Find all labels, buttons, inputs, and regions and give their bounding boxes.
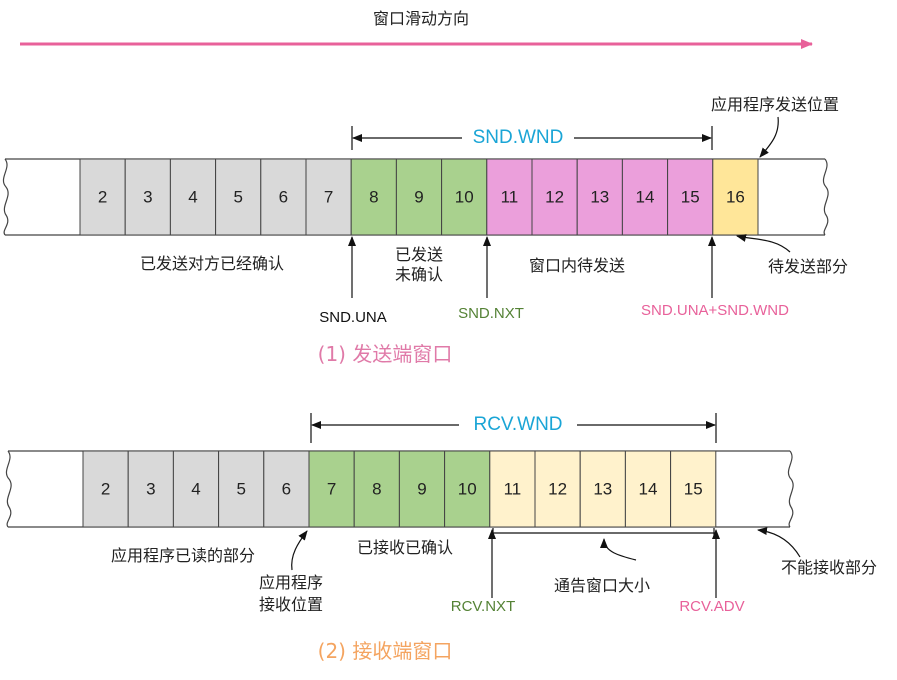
in-window-label: 窗口内待发送 [529, 256, 625, 275]
sender-segment-label: 3 [143, 187, 152, 206]
sender-segment-4 [169, 158, 217, 236]
app-read-label: 应用程序已读的部分 [111, 546, 255, 565]
recv-acked-label: 已接收已确认 [357, 538, 453, 557]
sender-segment-16 [712, 158, 759, 236]
sender-segment-label: 10 [455, 187, 474, 206]
sender-segment-label: 16 [726, 187, 745, 206]
sender-segment-label: 11 [501, 187, 519, 206]
receiver-caption: (2) 接收端窗口 [318, 639, 453, 663]
receiver-band-right-edge [787, 450, 794, 528]
snd-wnd-bracket [351, 126, 713, 150]
snd-una-pointer: SND.UNA [319, 309, 387, 326]
sender-band-right-edge [822, 158, 829, 236]
receiver-segment-14 [624, 450, 672, 528]
receiver-segment-label: 5 [236, 479, 245, 498]
app-send-position-arrow [759, 116, 779, 158]
sender-segment-2 [79, 158, 126, 236]
receiver-segment-label: 14 [639, 479, 658, 498]
direction-label: 窗口滑动方向 [373, 9, 469, 28]
receiver-segment-15 [670, 450, 717, 528]
rcv-wnd-label: RCV.WND [473, 414, 562, 435]
app-send-position-label: 应用程序发送位置 [711, 95, 839, 114]
receiver-segment-8 [353, 450, 400, 528]
sender-segment-label: 9 [414, 187, 423, 206]
sender-band-left-edge [2, 158, 9, 236]
sender-caption: (1) 发送端窗口 [318, 342, 453, 366]
sender-segment-7 [305, 158, 352, 236]
receiver-segment-label: 6 [282, 479, 291, 498]
sender-cells: 2 3 4 5 6 7 8 9 10 11 12 13 14 15 16 [79, 158, 759, 236]
receiver-segment-label: 12 [548, 479, 567, 498]
receiver-cells: 2 3 4 5 6 7 8 9 10 11 12 13 14 15 [82, 450, 717, 528]
sender-segment-label: 7 [324, 187, 333, 206]
receiver-segment-label: 13 [593, 479, 612, 498]
sender-segment-label: 8 [369, 187, 378, 206]
receiver-segment-7 [308, 450, 355, 528]
snd-una-wnd-pointer: SND.UNA+SND.WND [641, 302, 789, 319]
receiver-segment-label: 7 [327, 479, 336, 498]
sender-segment-label: 6 [279, 187, 288, 206]
sender-segment-label: 2 [98, 187, 107, 206]
receiver-segment-label: 4 [191, 479, 200, 498]
sender-segment-label: 12 [545, 187, 564, 206]
rcv-wnd-bracket [310, 413, 717, 443]
receiver-segment-label: 15 [684, 479, 703, 498]
cannot-receive-label: 不能接收部分 [781, 558, 877, 577]
app-recv-position-line2: 接收位置 [259, 595, 323, 614]
sent-unacked-line1: 已发送 [395, 245, 443, 264]
pending-arrow [736, 234, 791, 253]
receiver-segment-9 [398, 450, 446, 528]
sender-segment-6 [260, 158, 307, 236]
sender-segment-12 [531, 158, 578, 236]
snd-nxt-pointer: SND.NXT [458, 305, 524, 322]
receiver-band-left-edge [5, 450, 12, 528]
receiver-segment-4 [172, 450, 220, 528]
receiver-segment-5 [218, 450, 265, 528]
receiver-segment-2 [82, 450, 129, 528]
sender-segment-label: 14 [636, 187, 655, 206]
sender-segment-14 [621, 158, 669, 236]
receiver-segment-6 [263, 450, 310, 528]
receiver-segment-label: 10 [458, 479, 477, 498]
sender-segment-3 [124, 158, 171, 236]
rcv-nxt-pointer: RCV.NXT [451, 598, 515, 615]
receiver-segment-label: 9 [417, 479, 426, 498]
receiver-segment-label: 3 [146, 479, 155, 498]
sender-segment-label: 15 [681, 187, 700, 206]
sender-segment-label: 13 [590, 187, 609, 206]
receiver-segment-label: 2 [101, 479, 110, 498]
rcv-adv-pointer: RCV.ADV [679, 598, 744, 615]
sender-segment-10 [441, 158, 488, 236]
sender-segment-label: 5 [233, 187, 242, 206]
sent-unacked-line2: 未确认 [395, 265, 443, 284]
advertised-bracket [492, 528, 715, 561]
cannot-receive-arrow [757, 527, 801, 558]
pending-label: 待发送部分 [768, 257, 848, 276]
app-recv-position-line1: 应用程序 [259, 573, 323, 592]
receiver-segment-13 [579, 450, 626, 528]
receiver-segment-12 [534, 450, 581, 528]
advertised-window-label: 通告窗口大小 [554, 576, 650, 595]
receiver-segment-label: 8 [372, 479, 381, 498]
app-recv-position-arrow [291, 530, 308, 571]
acked-label: 已发送对方已经确认 [140, 254, 284, 273]
receiver-segment-label: 11 [504, 479, 522, 498]
sender-segment-8 [350, 158, 397, 236]
sender-segment-label: 4 [188, 187, 197, 206]
snd-wnd-label: SND.WND [473, 127, 564, 148]
